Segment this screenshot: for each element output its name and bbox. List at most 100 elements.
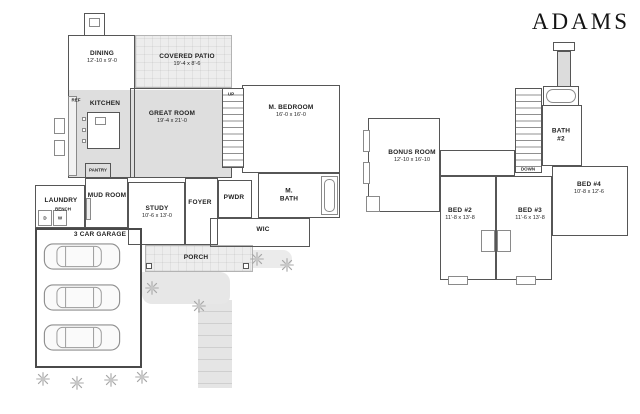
room-dims: 12'-10 x 9'-0 [87,58,117,65]
covered-patio-label: COVERED PATIO 19'-4 x 8'-6 [159,53,214,69]
room-name: KITCHEN [89,99,121,107]
room-name: FOYER [188,198,212,206]
covered-patio-area [135,35,232,88]
master-bath-area [258,173,340,218]
bench-label: BENCH [54,206,72,212]
laundry-label: LAUNDRY [45,197,78,205]
room-name: LAUNDRY [44,196,78,204]
porch-label: PORCH [184,254,208,262]
bonus-room-label: BONUS ROOM 12'-10 x 16'-10 [388,149,436,165]
shrub-icon [70,376,84,390]
island-stool [82,117,86,121]
bath-2-label: BATH #2 [549,128,573,145]
car-icon [43,243,121,270]
chimney-cap [553,42,575,51]
room-name: 3 CAR GARAGE [73,230,127,238]
room-name: BATH #2 [551,127,571,143]
room-dims: 19'-4 x 8'-6 [173,61,201,68]
room-name: DINING [90,50,114,58]
bath-2-tub-basin [546,89,576,103]
dryer-label: D [43,215,47,221]
room-name: STUDY [145,205,169,213]
room-dims: 10'-8 x 12'-6 [574,189,604,196]
room-dims: 11'-6 x 13'-8 [515,215,545,222]
kitchen-label: KITCHEN [90,100,120,108]
stairs-down [515,88,542,173]
room-name: BONUS ROOM [388,149,436,157]
foyer-label: FOYER [188,199,211,207]
room-name: PWDR [223,193,245,201]
room-name: MUD ROOM [87,191,127,199]
foyer-area [185,178,218,245]
powder-room-area [218,180,252,218]
study-label: STUDY 10'-6 x 13'-0 [142,205,172,221]
room-name: GREAT ROOM [148,110,196,118]
upstairs-hall-area [440,150,515,176]
bed-2-label: BED #2 11'-8 x 13'-8 [445,207,475,223]
shrub-icon [192,299,206,313]
fireplace-box [89,18,100,27]
closet [497,230,511,252]
study-area [128,182,185,245]
bed-3-label: BED #3 11'-6 x 13'-8 [515,207,545,223]
room-name: BED #3 [518,207,542,215]
shrub-icon [104,373,118,387]
dryer-appliance [38,210,52,226]
shrub-icon [250,252,264,266]
chimney-shaft [557,51,571,90]
room-name: BED #2 [448,207,472,215]
window [363,130,370,152]
shrub-icon [36,372,50,386]
master-bedroom-area [242,85,340,173]
window-bay [516,276,536,285]
wic-label: WIC [256,226,269,234]
dining-label: DINING 12'-10 x 9'-0 [87,50,117,66]
window-bay [448,276,468,285]
island-stool [82,139,86,143]
ref-label: REF [71,97,81,103]
pantry-area [85,163,111,178]
down-label: DOWN [520,166,536,172]
garage-label: 3 CAR GARAGE [74,231,126,239]
room-dims: 12'-10 x 16'-10 [393,157,431,164]
stairs-up [222,88,244,168]
wic-area [210,218,310,247]
laundry-area [35,185,85,228]
master-bath-label: M. BATH [277,188,301,205]
room-name: M. BATH [279,187,299,203]
room-name: PORCH [183,253,209,261]
room-name: BED #4 [577,181,601,189]
kitchen-counter [68,96,77,176]
room-dims: 11'-8 x 13'-8 [445,215,475,222]
room-dims: 16'-0 x 16'-0 [276,112,306,119]
washer-label: W [57,215,63,221]
bonus-closet [366,196,380,212]
bed-4-area [552,166,628,236]
shrub-icon [145,281,159,295]
window [363,162,370,184]
porch-column [146,263,152,269]
mud-room-label: MUD ROOM [88,192,126,200]
car-icon [43,324,121,351]
mud-room-area [85,178,128,228]
front-walkway [198,300,232,388]
mudroom-bench [86,198,91,220]
shrub-icon [135,370,149,384]
bed-4-label: BED #4 10'-8 x 12'-6 [574,181,604,197]
garage-area [35,228,142,368]
equipment-pad [54,140,65,156]
pantry-label: PANTRY [89,167,107,173]
island-stool [82,128,86,132]
equipment-pad [54,118,65,134]
plan-title: ADAMS [531,9,630,34]
bed-2-area [440,176,496,280]
up-label: UP [227,91,235,97]
master-bedroom-label: M. BEDROOM 16'-0 x 16'-0 [269,104,314,120]
bed-3-area [496,176,552,280]
room-dims: 19'-4 x 21'-0 [157,118,187,125]
great-room-label: GREAT ROOM 19'-4 x 21'-0 [149,110,195,126]
great-room-area [130,88,232,178]
room-name: M. BEDROOM [268,104,314,112]
shrub-icon [280,258,294,272]
